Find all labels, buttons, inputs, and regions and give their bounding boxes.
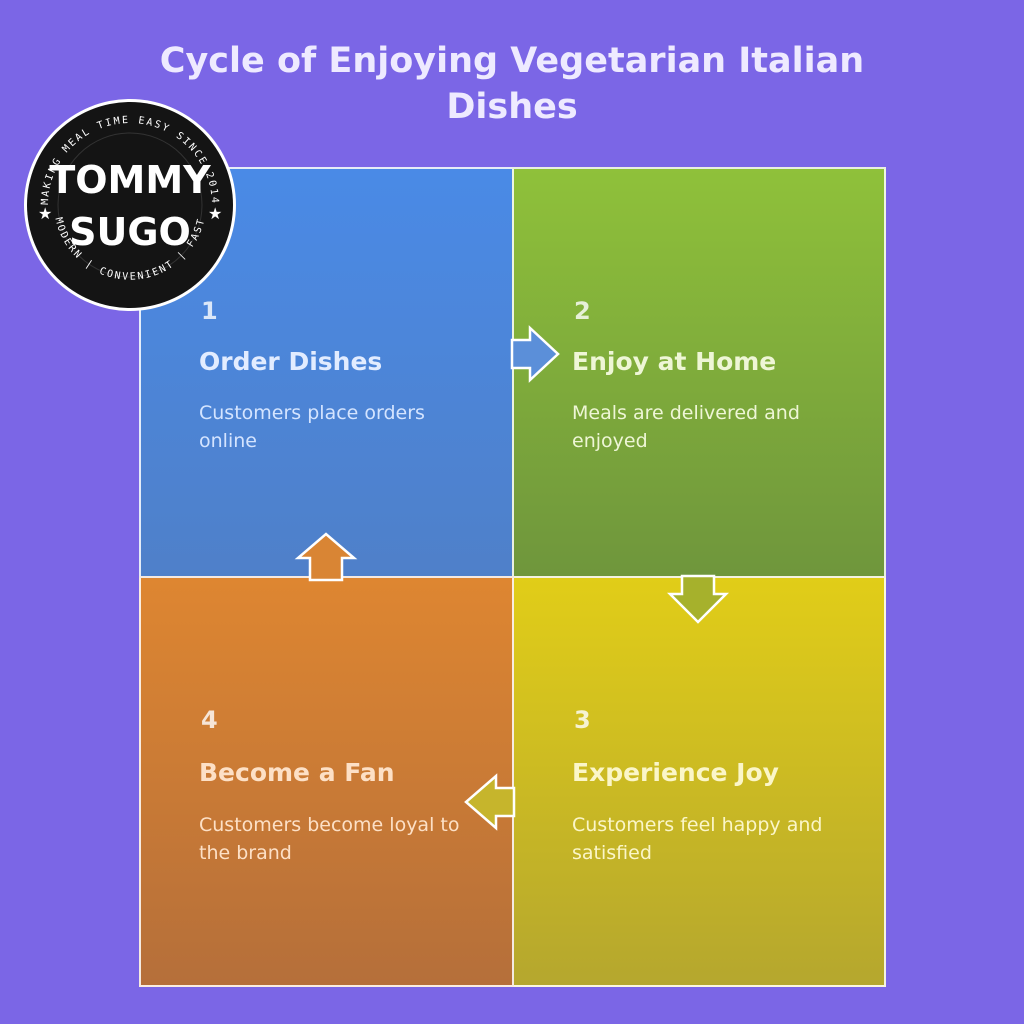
step-1-number: 1 (201, 297, 218, 325)
step-3-number: 3 (574, 706, 591, 734)
step-2-heading: Enjoy at Home (572, 347, 777, 376)
arrow-right-icon (510, 325, 560, 383)
step-3-description: Customers feel happy and satisfied (572, 814, 823, 864)
step-3-experience-joy: 3 Experience Joy Customers feel happy an… (512, 576, 886, 987)
step-4-become-a-fan: 4 Become a Fan Customers become loyal to… (139, 576, 514, 987)
step-2-description: Meals are delivered and enjoyed (572, 402, 800, 452)
step-1-description: Customers place orders online (199, 402, 425, 452)
star-icon: ★ (38, 204, 52, 223)
arrow-down-icon (666, 574, 730, 624)
step-4-heading: Become a Fan (199, 758, 395, 787)
step-2-enjoy-at-home: 2 Enjoy at Home Meals are delivered and … (512, 167, 886, 578)
step-3-heading: Experience Joy (572, 758, 779, 787)
logo-line-2: SUGO (69, 210, 191, 254)
step-1-heading: Order Dishes (199, 347, 383, 376)
diagram-title: Cycle of Enjoying Vegetarian Italian Dis… (159, 41, 865, 127)
tommy-sugo-logo: MAKING MEAL TIME EASY SINCE 2014 MODERN … (24, 99, 236, 311)
star-icon: ★ (208, 204, 222, 223)
arrow-up-icon (294, 532, 358, 582)
logo-line-1: TOMMY (49, 158, 211, 202)
step-2-number: 2 (574, 297, 591, 325)
step-4-number: 4 (201, 706, 218, 734)
step-4-description: Customers become loyal to the brand (199, 814, 460, 864)
arrow-left-icon (464, 773, 516, 831)
